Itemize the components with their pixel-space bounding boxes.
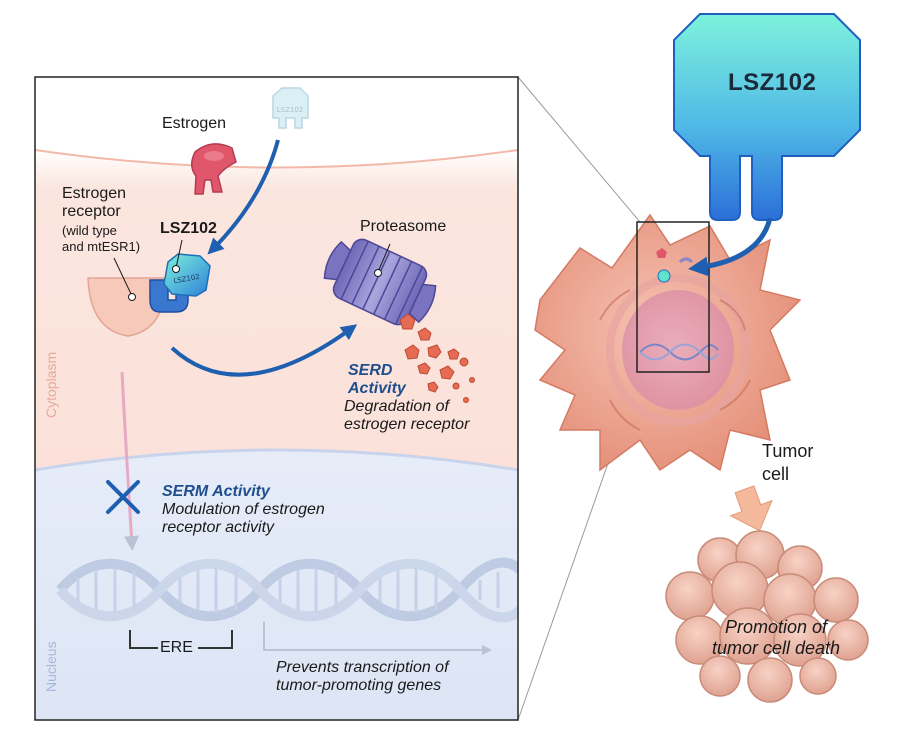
receptor-label-line2: receptor xyxy=(62,203,121,220)
receptor-label-line4: and mtESR1) xyxy=(62,239,141,254)
dead-cell-cluster-icon xyxy=(665,530,869,703)
nucleus-label: Nucleus xyxy=(43,641,59,692)
serm-desc-line1: Modulation of estrogen xyxy=(162,501,325,518)
receptor-label-line1: Estrogen xyxy=(62,185,127,202)
prevents-line1: Prevents transcription of xyxy=(276,659,449,676)
cytoplasm-region xyxy=(35,150,518,470)
x-mark-icon xyxy=(106,480,140,514)
blocked-path-arrow xyxy=(120,371,139,551)
proteasome-label: Proteasome xyxy=(360,218,447,235)
ere-label: ERE xyxy=(160,639,193,656)
nuclear-membrane xyxy=(35,448,518,472)
serd-desc-line1: Degradation of xyxy=(344,398,449,415)
drug-binding-arrow xyxy=(207,139,280,255)
zoom-line-top xyxy=(517,76,641,223)
cell-death-arrow xyxy=(729,485,773,532)
prevents-line2: tumor-promoting genes xyxy=(276,677,442,694)
transcription-arrow xyxy=(263,622,492,655)
lsz102-drug-faded-icon: LSZ102 xyxy=(272,87,309,129)
proteasome-leader xyxy=(377,243,391,273)
cell-zoom-box xyxy=(636,221,710,373)
tumor-label-line2: cell xyxy=(762,464,790,484)
serm-desc-line2: receptor activity xyxy=(162,519,275,536)
death-label-line2: tumor cell death xyxy=(711,638,841,658)
serd-title-line1: SERD xyxy=(348,362,393,379)
drug-label: LSZ102 xyxy=(160,220,217,237)
big-drug-label: LSZ102 xyxy=(728,69,817,96)
receptor-label-line3: (wild type xyxy=(62,223,117,238)
tumor-label-line1: Tumor xyxy=(762,441,814,461)
zoomed-panel: LSZ102 LSZ102 xyxy=(35,77,518,720)
serd-desc-line2: estrogen receptor xyxy=(344,416,470,433)
zoom-panel-border xyxy=(34,76,519,721)
serd-title-line2: Activity xyxy=(348,380,406,397)
ere-bracket xyxy=(129,630,233,649)
cell-membrane xyxy=(35,149,518,169)
svg-text:LSZ102: LSZ102 xyxy=(277,106,304,114)
death-label-line1: Promotion of xyxy=(724,617,828,637)
degradation-arrow xyxy=(170,324,358,377)
drug-entry-arrow xyxy=(688,217,773,277)
drug-leader xyxy=(175,239,183,269)
receptor-fragments xyxy=(399,313,475,403)
lsz102-large-drug-icon xyxy=(673,13,861,221)
receptor-leader xyxy=(113,257,133,297)
dna-helix-icon xyxy=(56,557,518,623)
tumor-cell-icon xyxy=(534,213,802,472)
lsz102-bound-drug-icon: LSZ102 xyxy=(163,253,211,297)
estrogen-molecule-icon xyxy=(191,143,237,195)
serm-title: SERM Activity xyxy=(162,483,270,500)
proteasome-icon xyxy=(323,238,437,326)
nucleus-region xyxy=(35,450,518,720)
estrogen-label: Estrogen xyxy=(162,115,227,132)
cytoplasm-label: Cytoplasm xyxy=(43,351,59,418)
